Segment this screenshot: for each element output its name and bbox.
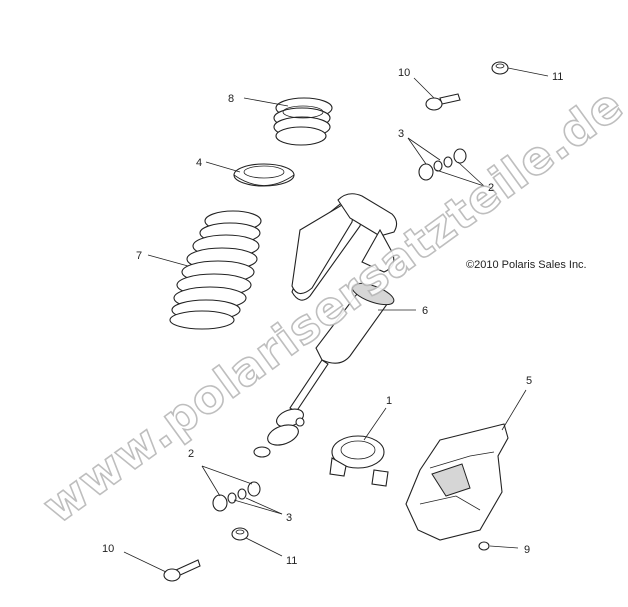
part-9-screw bbox=[478, 541, 490, 551]
part-11-lower-nut bbox=[231, 527, 249, 541]
part-11-upper-nut bbox=[491, 61, 509, 75]
callout-3-upper: 3 bbox=[398, 128, 404, 140]
callout-11-lower: 11 bbox=[286, 555, 297, 567]
callout-11-upper: 11 bbox=[552, 71, 563, 83]
callout-3-lower: 3 bbox=[286, 512, 292, 524]
callout-10-upper: 10 bbox=[398, 67, 410, 79]
callout-8: 8 bbox=[228, 93, 234, 105]
callout-6: 6 bbox=[422, 305, 428, 317]
callout-2-lower: 2 bbox=[188, 448, 194, 460]
lower-washers-bushings bbox=[212, 481, 261, 512]
callout-10-lower: 10 bbox=[102, 543, 114, 555]
part-6-shock-absorber bbox=[253, 193, 398, 458]
part-8-spring bbox=[273, 97, 333, 146]
callout-2-upper: 2 bbox=[488, 182, 494, 194]
leader-lines bbox=[123, 67, 549, 573]
callout-4: 4 bbox=[196, 157, 202, 169]
copyright-notice: ©2010 Polaris Sales Inc. bbox=[466, 259, 587, 271]
part-10-upper-bolt bbox=[425, 93, 461, 111]
part-1-collar bbox=[329, 435, 389, 487]
callout-5: 5 bbox=[526, 375, 532, 387]
callout-1: 1 bbox=[386, 395, 392, 407]
part-10-lower-bolt bbox=[163, 559, 201, 582]
part-7-coil-spring bbox=[169, 210, 262, 330]
callout-9: 9 bbox=[524, 544, 530, 556]
watermark-text: www.polarisersatzteile.de bbox=[33, 77, 628, 534]
part-4-retainer bbox=[233, 163, 295, 187]
callout-7: 7 bbox=[136, 250, 142, 262]
upper-washers-bushings bbox=[418, 148, 467, 181]
part-5-guard bbox=[405, 423, 509, 541]
callouts: 8 4 7 6 1 5 10 11 3 2 2 3 11 10 9 bbox=[102, 67, 563, 567]
